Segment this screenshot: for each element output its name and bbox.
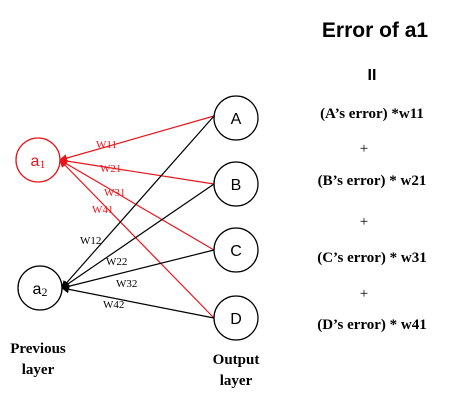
- weight-label-w12: W12: [80, 235, 101, 247]
- term-c-error: (C’s error) * w31: [317, 250, 427, 266]
- node-a1: a1: [15, 137, 61, 183]
- svg-text:D: D: [230, 311, 242, 328]
- edge-D-a2: [61, 285, 215, 319]
- node-C: C: [213, 227, 259, 273]
- weight-label-w22: W22: [106, 256, 127, 268]
- svg-text:A: A: [231, 111, 242, 128]
- weight-label-w42: W42: [103, 299, 124, 311]
- equals-sign: II: [368, 67, 377, 84]
- edge-B-a1: [59, 157, 215, 185]
- weight-label-w41: W41: [92, 204, 113, 216]
- edge-C-a1: [59, 159, 215, 251]
- plus-sign-2: +: [360, 214, 368, 230]
- edge-A-a1: [59, 115, 215, 162]
- weight-label-w31: W31: [104, 187, 125, 199]
- svg-text:a2: a2: [33, 281, 48, 299]
- edge-A-a2: [61, 115, 215, 289]
- node-A: A: [213, 95, 259, 141]
- edge-B-a2: [61, 183, 215, 289]
- edge-D-a1: [59, 159, 215, 319]
- term-b-error: (B’s error) * w21: [318, 173, 427, 189]
- node-B: B: [213, 161, 259, 207]
- weight-label-w11: W11: [96, 139, 117, 151]
- term-a-error: (A’s error) *w11: [320, 106, 424, 122]
- previous-layer-label: Previous: [10, 341, 66, 357]
- term-d-error: (D’s error) * w41: [317, 317, 427, 333]
- node-D: D: [213, 295, 259, 341]
- plus-sign-3: +: [360, 286, 368, 302]
- svg-text:C: C: [230, 243, 242, 260]
- svg-text:a1: a1: [31, 153, 46, 171]
- weight-label-w32: W32: [116, 278, 137, 290]
- plus-sign-1: +: [360, 141, 368, 157]
- equation-title: Error of a1: [322, 19, 429, 42]
- output-layer-label: Output: [213, 352, 260, 368]
- edge-C-a2: [61, 249, 215, 291]
- output-layer-label-line2: layer: [220, 373, 253, 389]
- weight-label-w21: W21: [100, 163, 121, 175]
- svg-text:B: B: [231, 177, 242, 194]
- node-a2: a2: [17, 265, 63, 311]
- previous-layer-label-line2: layer: [22, 362, 55, 378]
